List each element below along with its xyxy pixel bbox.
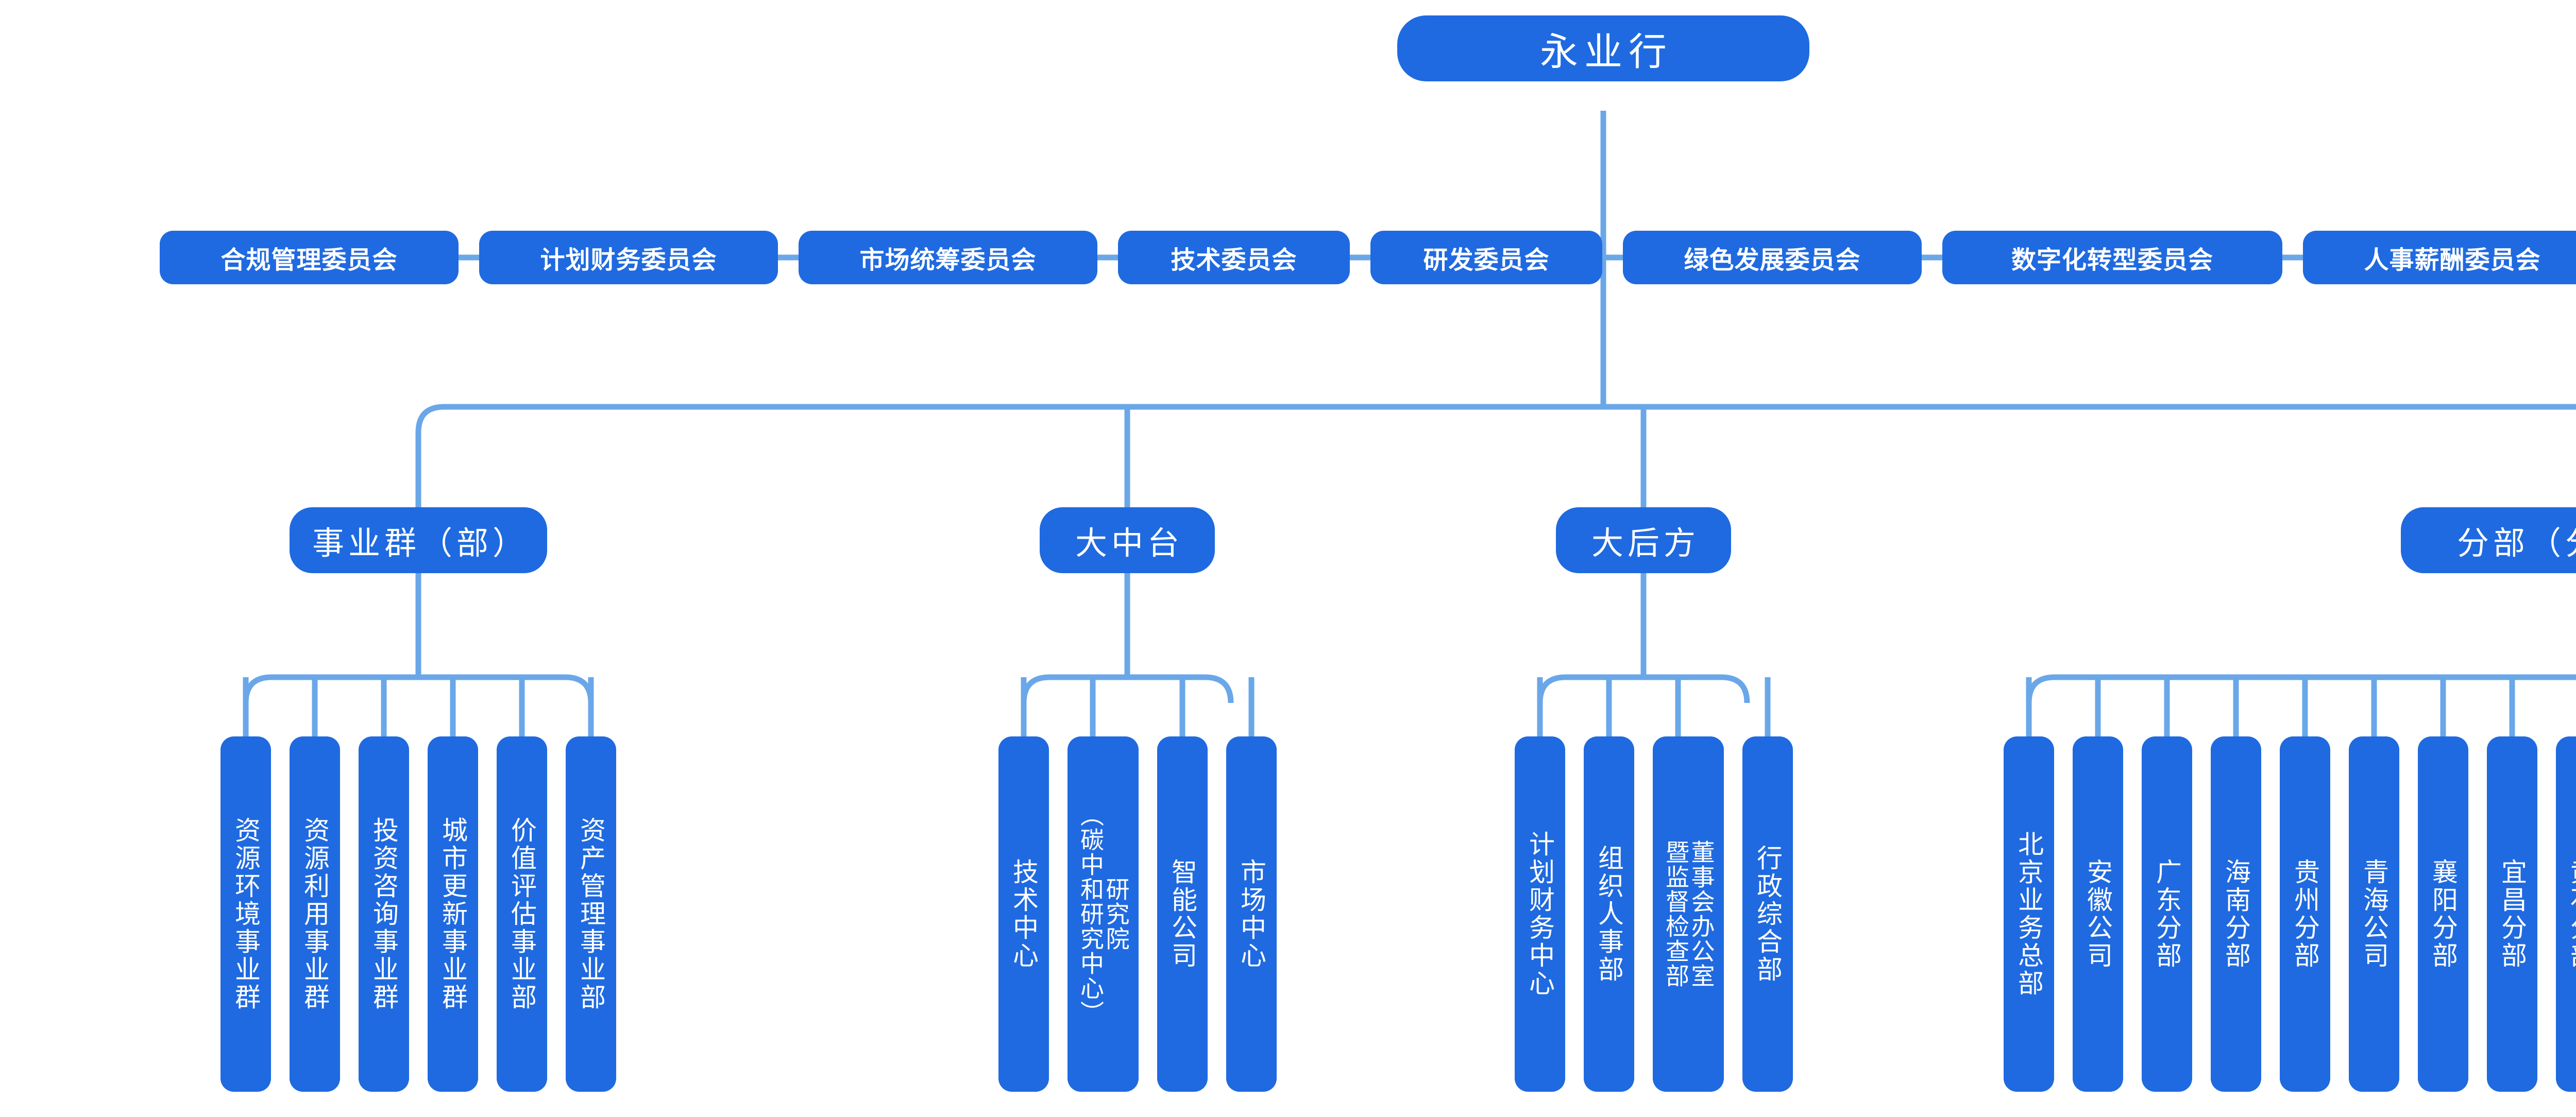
leaf-label: 研究院（碳中和研究中心） [1077,803,1130,1025]
leaf-bus [243,674,594,703]
committee-label: 研发委员会 [1423,247,1550,274]
leaf-node[interactable]: 安徽公司 [2073,736,2123,1092]
committee-node[interactable]: 市场统筹委员会 [799,231,1097,284]
leaf-label-col-2: 暨监督检查部 [1663,840,1689,988]
leaf-node[interactable]: 行政综合部 [1742,736,1793,1092]
leaf-node[interactable]: 城市更新事业群 [428,736,478,1092]
leaf-node[interactable]: 黄石分部 [2556,736,2576,1092]
committee-label: 数字化转型委员会 [2011,247,2213,274]
leaf-bus [1537,674,1750,703]
group-node[interactable]: 大中台 [1040,507,1215,573]
committee-label: 计划财务委员会 [540,247,717,274]
leaf-node[interactable]: 董事会办公室暨监督检查部 [1653,736,1724,1092]
leaf-node[interactable]: 海南分部 [2211,736,2261,1092]
leaf-node[interactable]: 资产管理事业部 [566,736,616,1092]
committee-label: 绿色发展委员会 [1684,247,1861,274]
leaf-label-col-2: （碳中和研究中心） [1077,803,1104,1025]
leaf-label: 襄阳分部 [2429,858,2458,970]
leaf-label-col-1: 研究院 [1103,877,1130,951]
leaf-node[interactable]: 投资咨询事业群 [359,736,409,1092]
group-label: 大中台 [1075,526,1183,561]
leaf-label: 青海公司 [2360,858,2388,970]
group-node[interactable]: 事业群（部） [290,507,547,573]
root-label: 永业行 [1540,30,1673,73]
leaf-label: 组织人事部 [1595,845,1623,984]
leaf-label: 行政综合部 [1753,845,1782,984]
leaf-node[interactable]: 资源环境事业群 [221,736,271,1092]
committee-node[interactable]: 人事薪酬委员会 [2303,231,2576,284]
committee-label: 合规管理委员会 [221,247,398,274]
leaf-label: 贵州分部 [2291,858,2319,970]
leaf-node[interactable]: 资源利用事业群 [290,736,340,1092]
leaf-label: 城市更新事业群 [438,817,467,1011]
group-node[interactable]: 分部（分公司） [2401,507,2576,573]
leaf-node[interactable]: 广东分部 [2142,736,2192,1092]
leaf-label-col-1: 董事会办公室 [1688,840,1715,988]
group-label: 事业群（部） [312,526,529,561]
group-label: 分部（分公司） [2456,526,2576,561]
leaf-label: 广东分部 [2153,858,2181,970]
leaf-label: 技术中心 [1009,858,1038,970]
leaf-node[interactable]: 计划财务中心 [1515,736,1565,1092]
leaf-node[interactable]: 襄阳分部 [2418,736,2468,1092]
leaf-node[interactable]: 北京业务总部 [2004,736,2054,1092]
committee-node[interactable]: 数字化转型委员会 [1942,231,2282,284]
root-node[interactable]: 永业行 [1397,15,1809,81]
committee-node[interactable]: 绿色发展委员会 [1623,231,1922,284]
committee-node[interactable]: 计划财务委员会 [479,231,778,284]
leaf-node[interactable]: 价值评估事业部 [497,736,547,1092]
leaf-label: 海南分部 [2222,858,2250,970]
leaf-node[interactable]: 市场中心 [1226,736,1277,1092]
leaf-label: 投资咨询事业群 [369,817,398,1011]
committee-node[interactable]: 技术委员会 [1118,231,1350,284]
leaf-label: 计划财务中心 [1526,831,1554,998]
group-bus [415,404,2576,433]
leaf-node[interactable]: 技术中心 [998,736,1049,1092]
group-node[interactable]: 大后方 [1556,507,1731,573]
committee-label: 市场统筹委员会 [859,247,1037,274]
leaf-label: 北京业务总部 [2014,831,2043,998]
leaf-label: 智能公司 [1168,858,1197,970]
committee-node[interactable]: 合规管理委员会 [160,231,459,284]
leaf-node[interactable]: 宜昌分部 [2487,736,2537,1092]
leaf-label: 安徽公司 [2083,858,2112,970]
leaf-node[interactable]: 智能公司 [1157,736,1208,1092]
leaf-label: 宜昌分部 [2498,858,2527,970]
committee-label: 技术委员会 [1171,247,1297,274]
leaf-node[interactable]: 青海公司 [2349,736,2399,1092]
leaf-label: 资源利用事业群 [300,817,329,1011]
leaf-label: 黄石分部 [2567,858,2576,970]
leaf-label: 价值评估事业部 [507,817,536,1011]
group-label: 大后方 [1591,526,1700,561]
leaf-label: 资源环境事业群 [231,817,260,1011]
leaf-label: 董事会办公室暨监督检查部 [1663,840,1715,988]
leaf-bus [1021,674,1234,703]
leaf-node[interactable]: 研究院（碳中和研究中心） [1067,736,1139,1092]
leaf-node[interactable]: 组织人事部 [1584,736,1634,1092]
committee-node[interactable]: 研发委员会 [1370,231,1602,284]
leaf-label: 市场中心 [1237,858,1266,970]
leaf-label: 资产管理事业部 [577,817,605,1011]
committee-label: 人事薪酬委员会 [2364,247,2541,274]
leaf-node[interactable]: 贵州分部 [2280,736,2330,1092]
